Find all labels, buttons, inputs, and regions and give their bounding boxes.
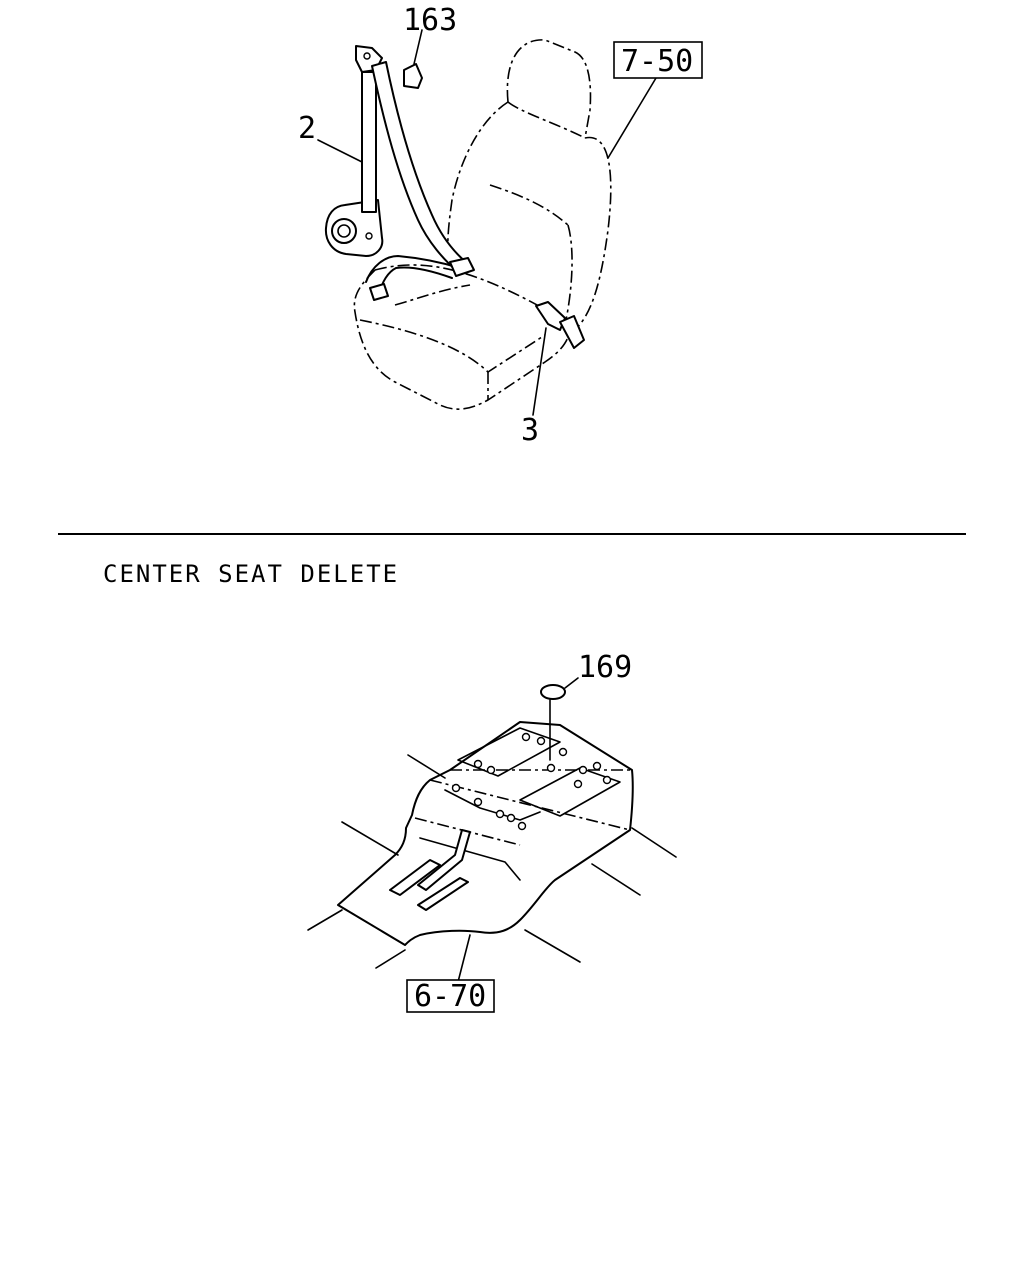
callout-7-50: 7-50 — [621, 44, 693, 79]
callout-3: 3 — [521, 413, 539, 448]
callout-2: 2 — [298, 111, 316, 146]
floor-console-illustration — [307, 677, 677, 983]
ref-box-6-70 — [406, 979, 495, 1013]
callout-163: 163 — [403, 3, 457, 38]
callout-169: 169 — [578, 650, 632, 685]
seat-illustration — [317, 29, 657, 416]
callout-6-70: 6-70 — [414, 979, 486, 1014]
section-caption: CENTER SEAT DELETE — [103, 560, 399, 588]
ref-box-7-50 — [613, 41, 703, 79]
